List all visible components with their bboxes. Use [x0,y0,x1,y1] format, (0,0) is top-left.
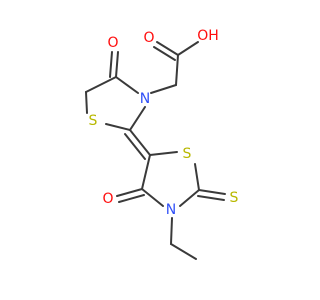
molecule-canvas: O O OH N S S N O S [85,28,239,260]
atom-oh-hydroxyl: OH [197,28,219,44]
atom-n-ring1: N [140,91,150,107]
acid-chain-bonds [150,41,199,94]
atom-labels: O O OH N S S N O S [89,28,239,218]
exocyclic-double-bond [124,129,151,160]
ring1-bonds [85,51,146,131]
atom-n-ring2: N [166,202,176,218]
atom-o-carbonyl-1: O [107,35,118,51]
structure-diagram: O O OH N S S N O S [85,28,239,260]
ring2-bonds [116,151,226,260]
atom-s-ring2: S [183,146,192,162]
atom-o-carbonyl-2: O [102,191,113,207]
atom-o-acid-double: O [143,30,154,46]
atom-s-ring1: S [89,113,98,129]
atom-s-thione: S [230,190,239,206]
